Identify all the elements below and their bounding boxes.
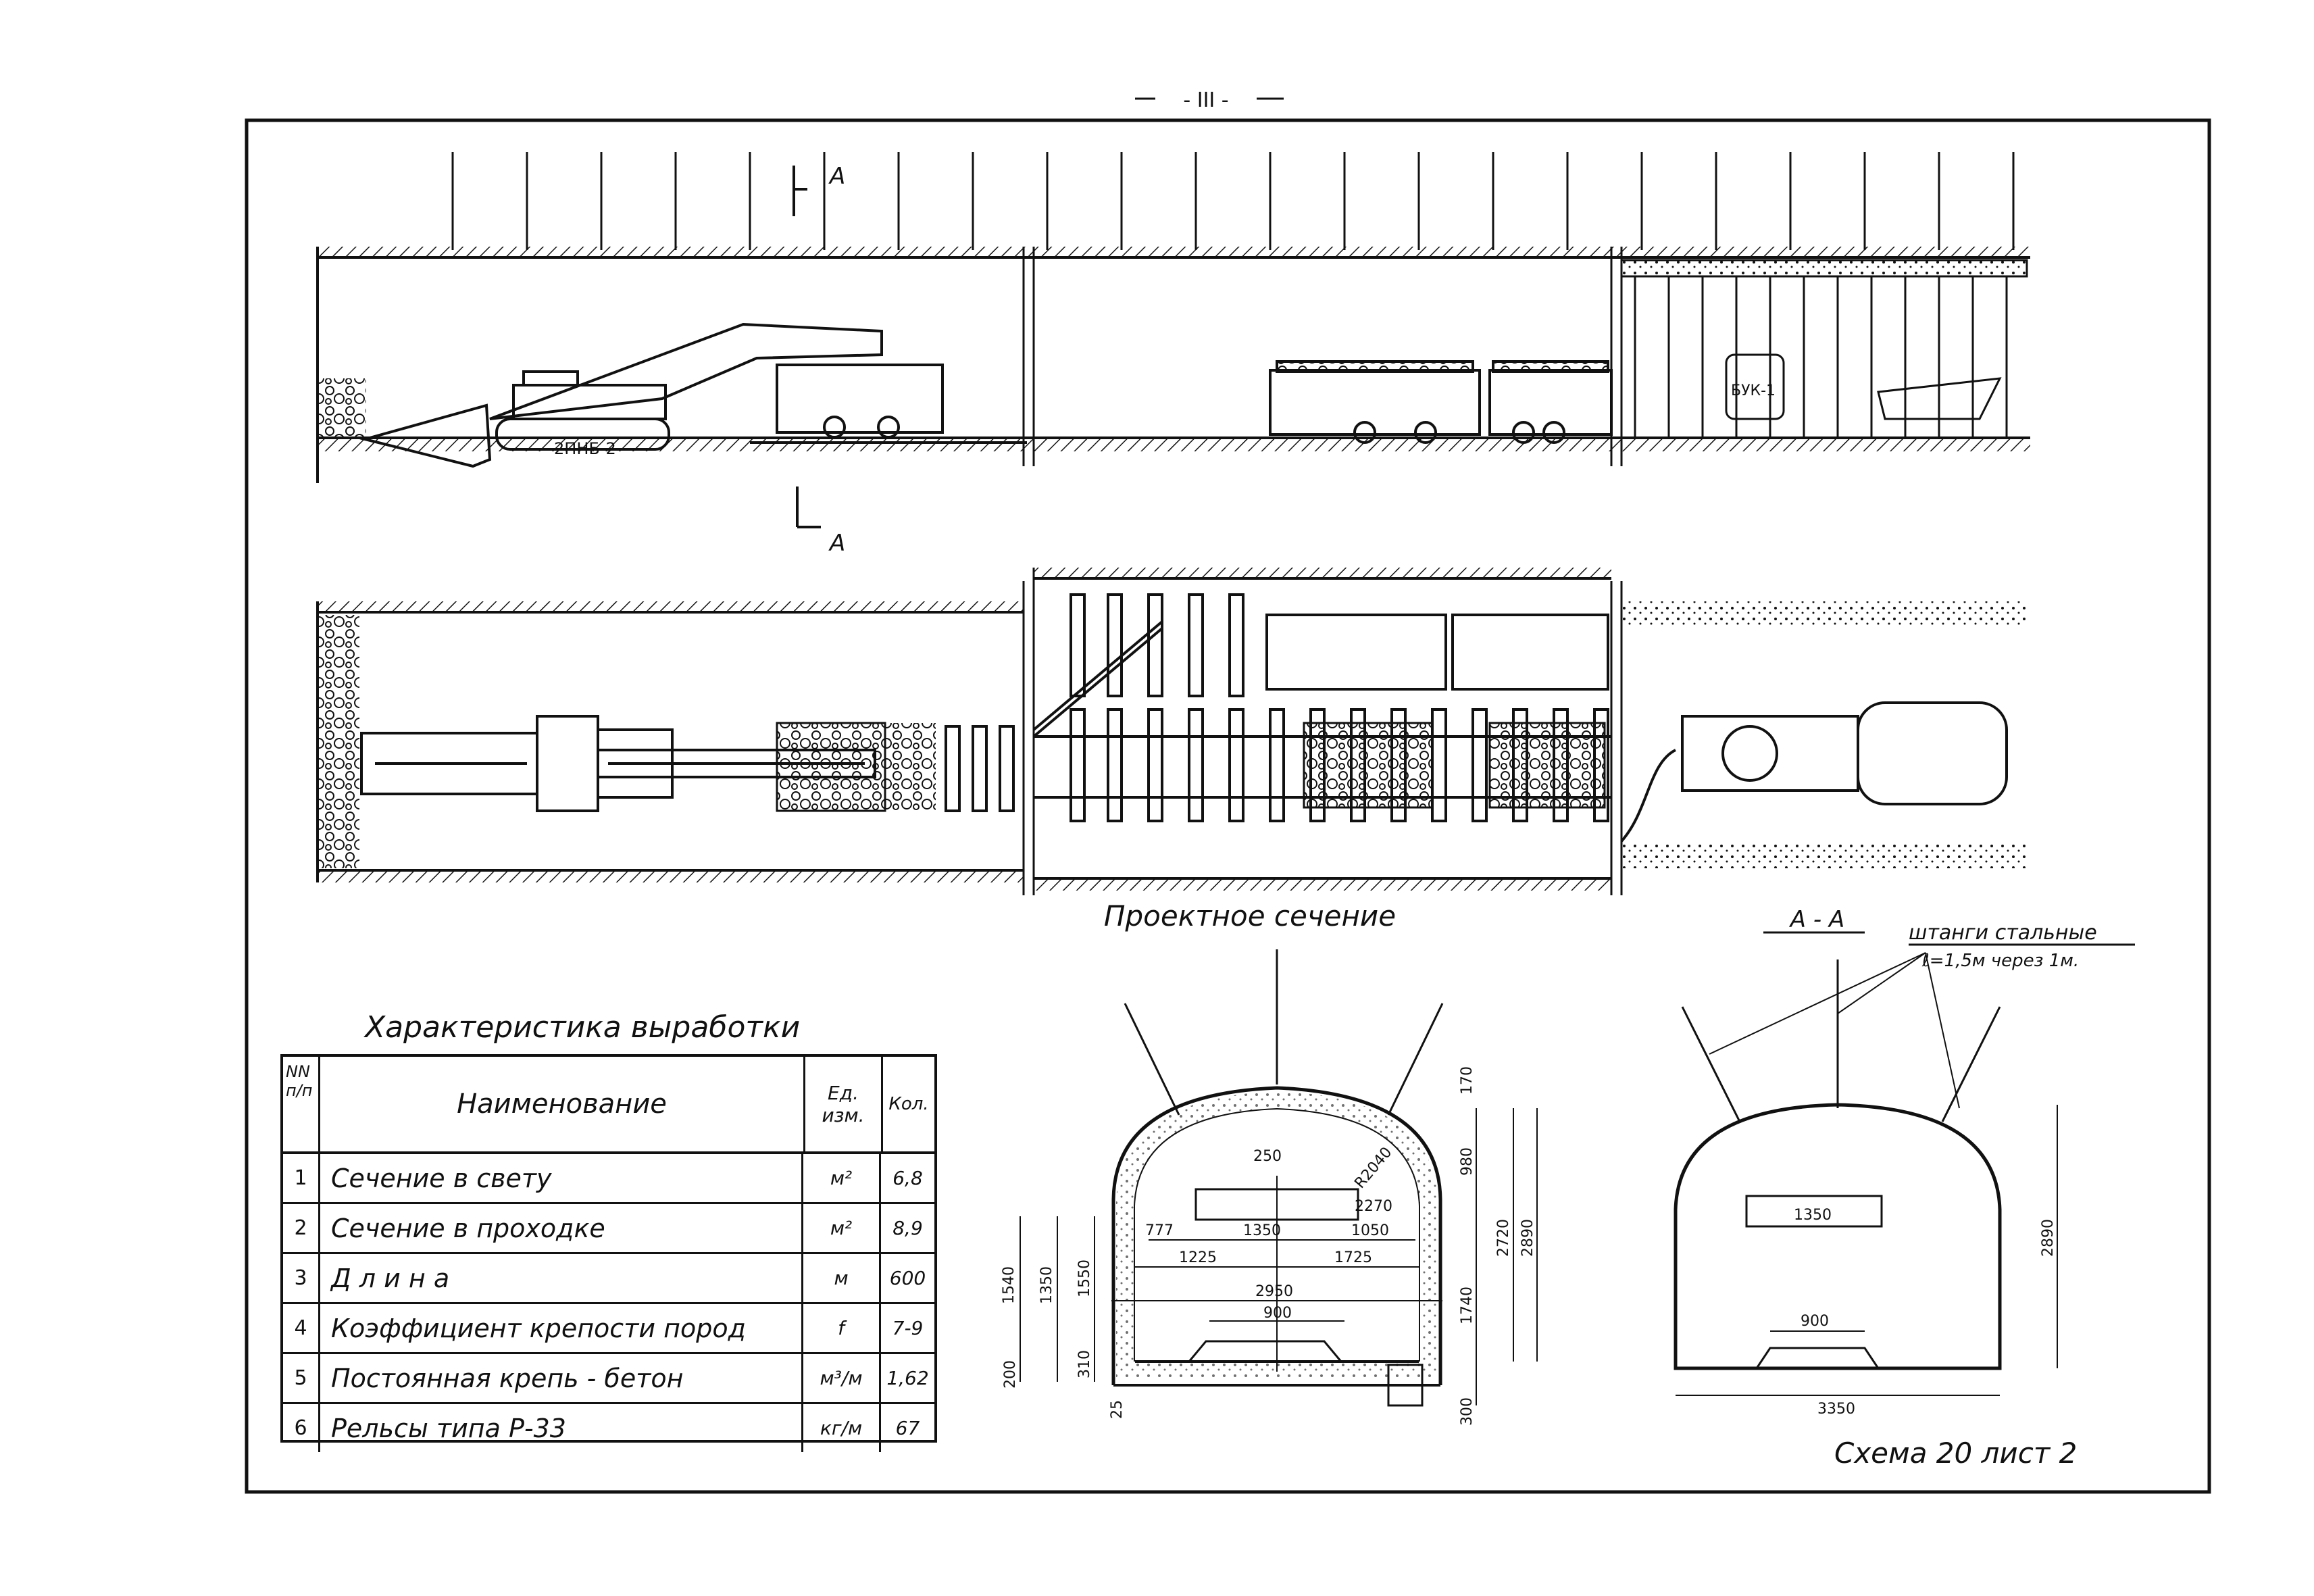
cell-qty: 6,8 [892, 1167, 923, 1189]
page-number: - III - [1183, 89, 1228, 112]
aa-dim-3350: 3350 [1817, 1401, 1855, 1418]
dim-1225: 1225 [1179, 1249, 1217, 1266]
design-section-title: Проектное сечение [1104, 899, 1396, 932]
cell-num: 2 [283, 1204, 320, 1252]
formwork-section [1620, 259, 2028, 439]
dim-1540: 1540 [1001, 1266, 1017, 1304]
cell-name: Сечение в проходке [320, 1204, 803, 1252]
dim-25: 25 [1109, 1400, 1126, 1419]
dim-310: 310 [1076, 1350, 1093, 1378]
bolts-note: штанги стальные [1909, 921, 2097, 945]
aa-dim-900: 900 [1801, 1313, 1829, 1330]
cell-num: 3 [283, 1254, 320, 1302]
cell-unit: м [803, 1254, 881, 1302]
aa-dim-2890: 2890 [2040, 1219, 2057, 1257]
loader-label: 2ПНБ-2 [554, 439, 616, 458]
cell-unit: м² [803, 1204, 881, 1252]
dim-1350-vertical: 1350 [1038, 1266, 1055, 1304]
section-aa: А - А штанги стальные ℓ=1,5м через 1м. 1… [1674, 906, 2135, 1418]
cell-num: 6 [283, 1404, 320, 1452]
header-num: NN п/п [283, 1057, 320, 1151]
elevation-view: 2ПНБ-2 [316, 152, 2030, 557]
cell-qty: 1,62 [886, 1367, 929, 1389]
design-section: Проектное сечение 250 2270 R [1001, 899, 1538, 1426]
cell-name: Рельсы типа Р-33 [320, 1404, 803, 1452]
pump-label: БУК-1 [1731, 382, 1776, 399]
cell-unit: f [803, 1304, 881, 1352]
plan-view [316, 568, 2027, 895]
dim-200: 200 [1002, 1360, 1019, 1389]
cell-name: Постоянная крепь - бетон [320, 1354, 803, 1402]
section-mark-top: А [828, 163, 845, 190]
dim-2270: 2270 [1355, 1198, 1392, 1215]
dim-300: 300 [1459, 1397, 1476, 1426]
mine-car [750, 364, 1027, 444]
cell-num: 1 [283, 1154, 320, 1202]
dim-777: 777 [1145, 1222, 1174, 1239]
bolts-spacing-note: ℓ=1,5м через 1м. [1921, 951, 2079, 971]
cell-qty: 7-9 [892, 1317, 924, 1339]
header-unit: Ед. изм. [805, 1057, 883, 1151]
rock-bolts-elevation [451, 152, 2015, 250]
dim-1050: 1050 [1351, 1222, 1389, 1239]
cell-unit: кг/м [803, 1404, 881, 1452]
dim-2720: 2720 [1495, 1219, 1512, 1257]
dim-250: 250 [1253, 1148, 1282, 1165]
section-mark-bottom: А [828, 530, 845, 557]
sheet-frame [245, 118, 2211, 1494]
sheet-caption: Схема 20 лист 2 [1834, 1437, 2077, 1470]
header-name: Наименование [320, 1057, 805, 1151]
header-qty: Кол. [888, 1094, 929, 1114]
dim-1740: 1740 [1459, 1287, 1476, 1324]
aa-dim-1350: 1350 [1794, 1207, 1832, 1224]
cell-num: 5 [283, 1354, 320, 1402]
table-title: Характеристика выработки [363, 1010, 800, 1045]
dim-1550: 1550 [1076, 1260, 1093, 1297]
loaded-cars [1269, 360, 1613, 444]
dim-2890: 2890 [1519, 1219, 1536, 1257]
dim-980: 980 [1459, 1147, 1476, 1176]
section-aa-title: А - А [1789, 906, 1844, 933]
dim-170: 170 [1459, 1066, 1476, 1095]
cell-qty: 600 [889, 1267, 926, 1289]
cell-name: Коэффициент крепости пород [320, 1304, 803, 1352]
cell-unit: м³/м [803, 1354, 881, 1402]
loader-machine [359, 322, 883, 468]
cell-qty: 8,9 [892, 1217, 923, 1239]
cell-num: 4 [283, 1304, 320, 1352]
cell-name: Д л и н а [320, 1254, 803, 1302]
cell-name: Сечение в свету [320, 1154, 803, 1202]
dim-1725: 1725 [1334, 1249, 1372, 1266]
dim-900: 900 [1263, 1305, 1292, 1322]
cell-qty: 67 [895, 1417, 920, 1439]
table-header-row: NN п/п Наименование Ед. изм. Кол. [283, 1057, 934, 1154]
cell-unit: м² [803, 1154, 881, 1202]
dim-1350: 1350 [1243, 1222, 1281, 1239]
dim-2950: 2950 [1255, 1283, 1293, 1300]
